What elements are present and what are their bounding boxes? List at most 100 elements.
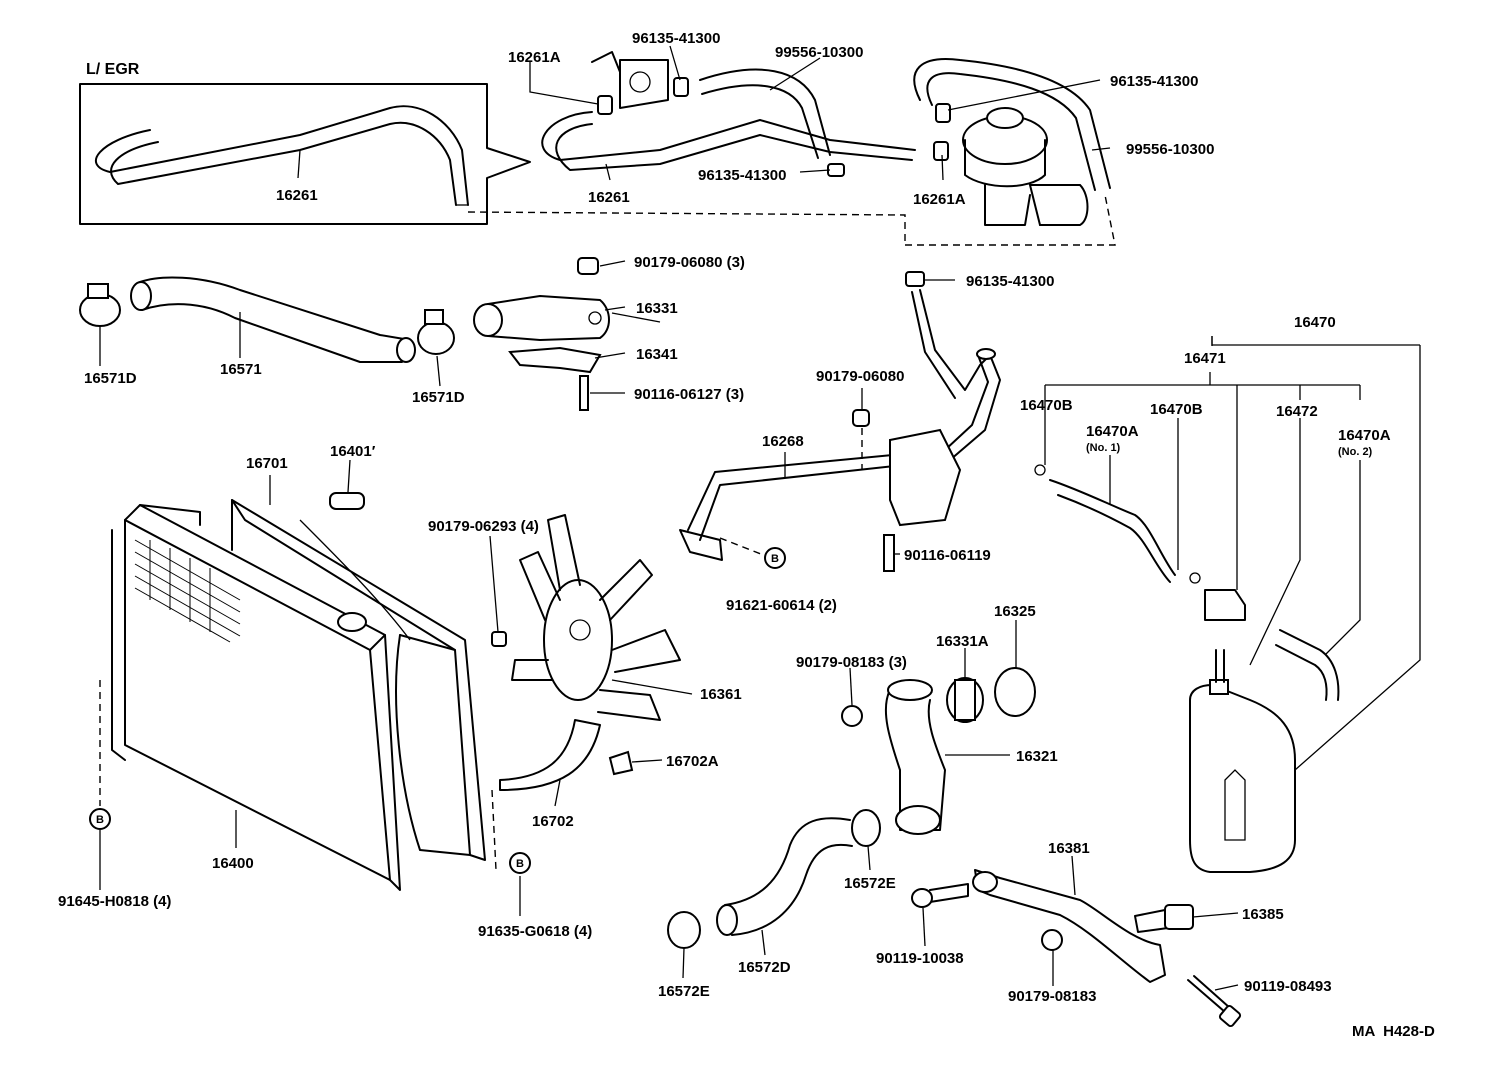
leader-lines	[99, 45, 1239, 991]
callout-16571: 16571	[220, 361, 262, 378]
callout-16470A-no2-sub: (No. 2)	[1338, 446, 1373, 458]
callout-16321: 16321	[1016, 748, 1058, 765]
gasket-16325	[994, 667, 1036, 717]
callout-91645-H0818: 91645-H0818 (4)	[58, 893, 171, 910]
callout-91635-G0618: 91635-G0618 (4)	[478, 923, 592, 940]
callout-16702: 16702	[532, 813, 574, 830]
callout-16471: 16471	[1184, 350, 1226, 367]
section-title: L/ EGR	[86, 61, 140, 78]
callout-16572D: 16572D	[738, 959, 791, 976]
callout-90116-06127: 90116-06127 (3)	[634, 386, 744, 403]
clip-16702A	[608, 750, 634, 776]
egr-valve	[962, 107, 1089, 226]
callout-16470B-b: 16470B	[1150, 401, 1203, 418]
callout-16261-mid: 16261	[588, 189, 630, 206]
nut-90179-06080	[852, 409, 870, 427]
bracket-16381	[972, 869, 1166, 983]
callout-96135-41300-mid: 96135-41300	[698, 167, 786, 184]
ref-mark-b-bracket-text: B	[771, 553, 779, 565]
callout-90179-06293: 90179-06293 (4)	[428, 518, 539, 535]
callout-16472: 16472	[1276, 403, 1318, 420]
bolt-90119-08493	[1187, 979, 1226, 1013]
hose-clamp-16572E-right	[851, 809, 881, 847]
ref-mark-b-bottom: B	[509, 852, 531, 874]
callout-90119-08493: 90119-08493	[1244, 978, 1332, 995]
callout-16341: 16341	[636, 346, 678, 363]
callout-96135-41300-pipe: 96135-41300	[966, 273, 1054, 290]
callout-90116-06119: 90116-06119	[904, 547, 991, 564]
hose-clamp-16571D-left	[79, 283, 121, 327]
ref-mark-b-bracket: B	[764, 547, 786, 569]
clip-16470B-a	[1034, 464, 1046, 476]
ref-mark-b-left-text: B	[96, 814, 104, 826]
shroud-lower-16702	[499, 719, 601, 791]
gasket-16341	[508, 346, 602, 374]
water-inlet-16321	[884, 679, 946, 835]
nut-90179-06080-3	[577, 257, 599, 275]
nut-90179-08183-3	[841, 705, 863, 727]
callout-16470: 16470	[1294, 314, 1336, 331]
callout-16470A-no1: 16470A	[1086, 423, 1139, 440]
callout-16470B-a: 16470B	[1020, 397, 1073, 414]
hose-clamp-16571D-right	[417, 309, 455, 355]
callout-16331A: 16331A	[936, 633, 989, 650]
radiator-16400	[111, 504, 401, 891]
callout-90179-06080-3: 90179-06080 (3)	[634, 254, 745, 271]
callout-16381: 16381	[1048, 840, 1090, 857]
upper-hose-16571	[130, 276, 416, 363]
callout-16572E-left: 16572E	[658, 983, 710, 1000]
ref-mark-b-bottom-text: B	[516, 858, 524, 870]
callout-16401: 16401′	[330, 443, 376, 460]
callout-16470A-no2: 16470A	[1338, 427, 1391, 444]
callout-16701: 16701	[246, 455, 288, 472]
callout-16325: 16325	[994, 603, 1036, 620]
callout-96135-41300-top: 96135-41300	[632, 30, 720, 47]
callout-16361: 16361	[700, 686, 742, 703]
callout-16702A: 16702A	[666, 753, 719, 770]
callout-90179-08183: 90179-08183	[1008, 988, 1096, 1005]
egr-hose-99556-top	[699, 68, 831, 159]
thermostat-16331A	[946, 677, 984, 723]
nut-90179-06293	[491, 631, 507, 647]
callout-16571D-right: 16571D	[412, 389, 465, 406]
lower-hose-16572D	[716, 817, 853, 936]
callout-16331: 16331	[636, 300, 678, 317]
sensor-16385	[1134, 909, 1169, 933]
callout-16261A-mid: 16261A	[913, 191, 966, 208]
ref-mark-b-left: B	[89, 808, 111, 830]
callout-99556-10300-top: 99556-10300	[775, 44, 863, 61]
egr-inset-box	[79, 83, 531, 225]
callout-96135-41300-right: 96135-41300	[1110, 73, 1198, 90]
hose-clamp-16572E-left	[667, 911, 701, 949]
stud-90116-06127	[579, 375, 589, 411]
callout-16385: 16385	[1242, 906, 1284, 923]
callout-16261A-top: 16261A	[508, 49, 561, 66]
nut-90179-08183	[1041, 929, 1063, 951]
bypass-pipe-16268	[679, 271, 1001, 561]
callout-91621-60614: 91621-60614 (2)	[726, 597, 837, 614]
callout-16470A-no1-sub: (No. 1)	[1086, 442, 1121, 454]
water-outlet-16331	[473, 295, 610, 341]
callout-16400: 16400	[212, 855, 254, 872]
callout-99556-10300-right: 99556-10300	[1126, 141, 1214, 158]
callout-16268: 16268	[762, 433, 804, 450]
reservoir-tank-16470	[1189, 649, 1296, 873]
cooling-fan-16361	[511, 514, 681, 721]
egr-hose-16261	[541, 111, 916, 171]
fan-shroud-16701	[231, 499, 486, 861]
callout-16571D-left: 16571D	[84, 370, 137, 387]
cap-16401	[329, 492, 365, 510]
egr-hose-99556-right	[913, 58, 1111, 191]
bolt-90119-10038	[929, 883, 969, 903]
drawing-code: MA H428-D	[1352, 1023, 1435, 1040]
cap-16472	[1204, 589, 1246, 621]
callout-16572E-right: 16572E	[844, 875, 896, 892]
callout-16261-egr: 16261	[276, 187, 318, 204]
reservoir-hose-16470A-no1	[1049, 479, 1176, 583]
clip-16470B-b	[1189, 572, 1201, 584]
callout-90119-10038: 90119-10038	[876, 950, 964, 967]
stud-90116-06119	[883, 534, 895, 572]
callout-90179-08183-3: 90179-08183 (3)	[796, 654, 907, 671]
